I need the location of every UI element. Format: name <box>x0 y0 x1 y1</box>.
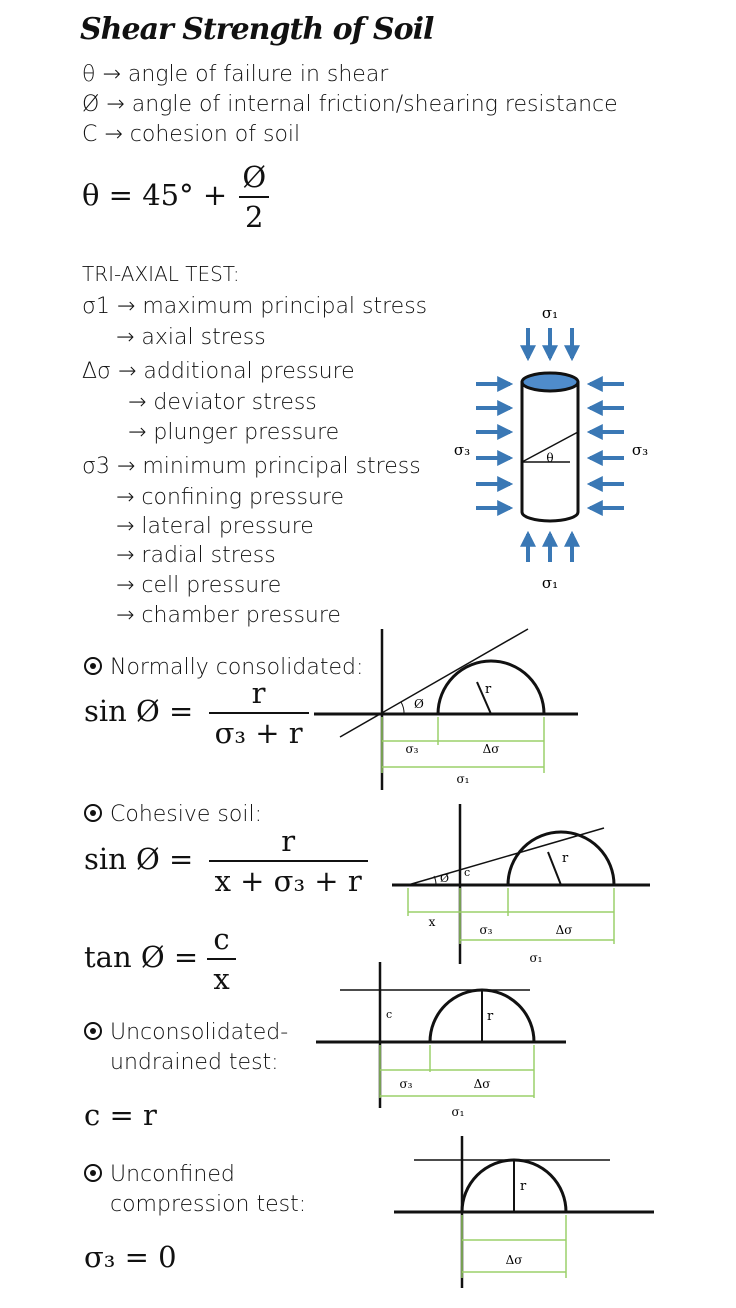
cohesive-sin-denominator: x + σ₃ + r <box>208 860 368 898</box>
mohr1-sigma3-label: σ₃ <box>405 742 418 756</box>
mohr2-sigma1-label: σ₁ <box>529 951 542 965</box>
cylinder-cap <box>520 371 580 393</box>
bullet-icon <box>84 804 102 822</box>
triaxial-line: σ3 → minimum principal stress <box>82 454 421 479</box>
section-cohesive-heading-text: Cohesive soil: <box>110 802 262 827</box>
section-unconfined-heading: Unconfined <box>84 1162 235 1187</box>
mohr3-sigma1-label: σ₁ <box>451 1105 464 1119</box>
unconfined-formula: σ₃ = 0 <box>84 1240 177 1274</box>
normal-formula-fraction: r σ₃ + r <box>208 676 309 750</box>
section-cohesive-heading: Cohesive soil: <box>84 802 262 827</box>
cohesive-tan-lhs: tan Ø = <box>84 940 199 974</box>
mohr2-c-label: c <box>464 866 470 879</box>
theta-formula: θ = 45° + Ø 2 <box>82 160 272 234</box>
section-normal-heading: Normally consolidated: <box>84 655 363 680</box>
mohr2-delta-sigma-label: Δσ <box>556 923 573 937</box>
cohesive-tan-fraction: c x <box>207 922 236 996</box>
section-uu-heading-line1: Unconsolidated- <box>110 1020 289 1045</box>
triaxial-line: → lateral pressure <box>116 514 314 539</box>
mohr3-delta-sigma-label: Δσ <box>474 1077 491 1091</box>
mohr2-phi-label: Ø <box>440 872 449 885</box>
normal-formula-lhs: sin Ø = <box>84 694 194 728</box>
triaxial-line: Δσ → additional pressure <box>82 359 355 384</box>
cylinder-sigma1-top-label: σ₁ <box>542 304 558 322</box>
cylinder-sigma3-right-label: σ₃ <box>632 441 648 459</box>
section-unconfined-heading-line1: Unconfined <box>110 1162 235 1187</box>
mohr-circle-cohesive-soil: Ø c r x σ₃ Δσ σ₁ <box>392 804 650 965</box>
mohr-circle-unconfined: r Δσ <box>394 1136 654 1288</box>
mohr1-phi-label: Ø <box>414 697 424 711</box>
cohesive-sin-fraction: r x + σ₃ + r <box>208 824 368 898</box>
mohr3-r-label: r <box>487 1009 494 1024</box>
mohr-circle-normally-consolidated: Ø r σ₃ Δσ σ₁ <box>314 628 578 790</box>
mohr1-sigma1-label: σ₁ <box>456 772 469 786</box>
section-uu-heading-line2: undrained test: <box>110 1050 279 1075</box>
triaxial-line: → plunger pressure <box>128 420 340 445</box>
bullet-icon <box>84 657 102 675</box>
triaxial-line: → chamber pressure <box>116 603 341 628</box>
definition-c: C → cohesion of soil <box>82 122 301 147</box>
mohr1-delta-sigma-label: Δσ <box>483 742 500 756</box>
section-normal-heading-text: Normally consolidated: <box>110 655 364 680</box>
theta-formula-numerator: Ø <box>242 160 267 194</box>
triaxial-line: → axial stress <box>116 325 266 350</box>
triaxial-line: σ1 → maximum principal stress <box>82 294 428 319</box>
theta-formula-lhs: θ = 45° + <box>82 178 228 212</box>
cohesive-tan-denominator: x <box>207 958 236 996</box>
cylinder-theta-label: θ <box>546 451 553 465</box>
definition-phi: Ø → angle of internal friction/shearing … <box>82 92 618 117</box>
section-unconfined-heading-line2: compression test: <box>110 1192 307 1217</box>
normal-formula-denominator: σ₃ + r <box>208 712 309 750</box>
left-confining-arrows <box>476 376 514 516</box>
definition-theta: θ → angle of failure in shear <box>82 62 389 87</box>
mohr3-sigma3-label: σ₃ <box>399 1077 412 1091</box>
cohesive-sin-formula: sin Ø = r x + σ₃ + r <box>84 824 368 898</box>
mohr3-c-label: c <box>386 1008 392 1021</box>
triaxial-line: → confining pressure <box>116 485 345 510</box>
right-confining-arrows <box>586 376 624 516</box>
triaxial-line: → radial stress <box>116 543 276 568</box>
cohesive-sin-lhs: sin Ø = <box>84 842 194 876</box>
cylinder-sigma3-left-label: σ₃ <box>454 441 470 459</box>
mohr1-r-label: r <box>485 682 492 697</box>
mohr2-r-label: r <box>562 851 569 866</box>
normal-formula: sin Ø = r σ₃ + r <box>84 676 309 750</box>
mohr4-delta-sigma-label: Δσ <box>506 1253 523 1267</box>
theta-formula-fraction: Ø 2 <box>236 160 272 234</box>
triaxial-heading: TRI-AXIAL TEST: <box>82 262 240 286</box>
triaxial-line: → cell pressure <box>116 573 282 598</box>
uu-formula: c = r <box>84 1098 157 1132</box>
cohesive-tan-formula: tan Ø = c x <box>84 922 236 996</box>
cohesive-tan-numerator: c <box>213 922 230 956</box>
bullet-icon <box>84 1022 102 1040</box>
mohr-circle-uu-test: c r σ₃ Δσ σ₁ <box>316 962 566 1119</box>
mohr4-r-label: r <box>520 1179 527 1194</box>
cohesive-sin-numerator: r <box>281 824 296 858</box>
normal-formula-numerator: r <box>251 676 266 710</box>
theta-formula-denominator: 2 <box>239 196 270 234</box>
bullet-icon <box>84 1164 102 1182</box>
mohr2-x-label: x <box>429 915 436 929</box>
bottom-load-arrows <box>520 530 580 562</box>
triaxial-cylinder-diagram: σ₁ θ σ₃ σ₃ σ₁ <box>454 304 648 592</box>
section-uu-heading: Unconsolidated- <box>84 1020 288 1045</box>
page-title: Shear Strength of Soil <box>80 12 434 47</box>
mohr2-sigma3-label: σ₃ <box>479 923 492 937</box>
triaxial-line: → deviator stress <box>128 390 317 415</box>
cylinder-sigma1-bottom-label: σ₁ <box>542 574 558 592</box>
cylinder-body <box>520 382 580 523</box>
top-load-arrows <box>520 328 580 362</box>
failure-plane <box>521 431 579 463</box>
